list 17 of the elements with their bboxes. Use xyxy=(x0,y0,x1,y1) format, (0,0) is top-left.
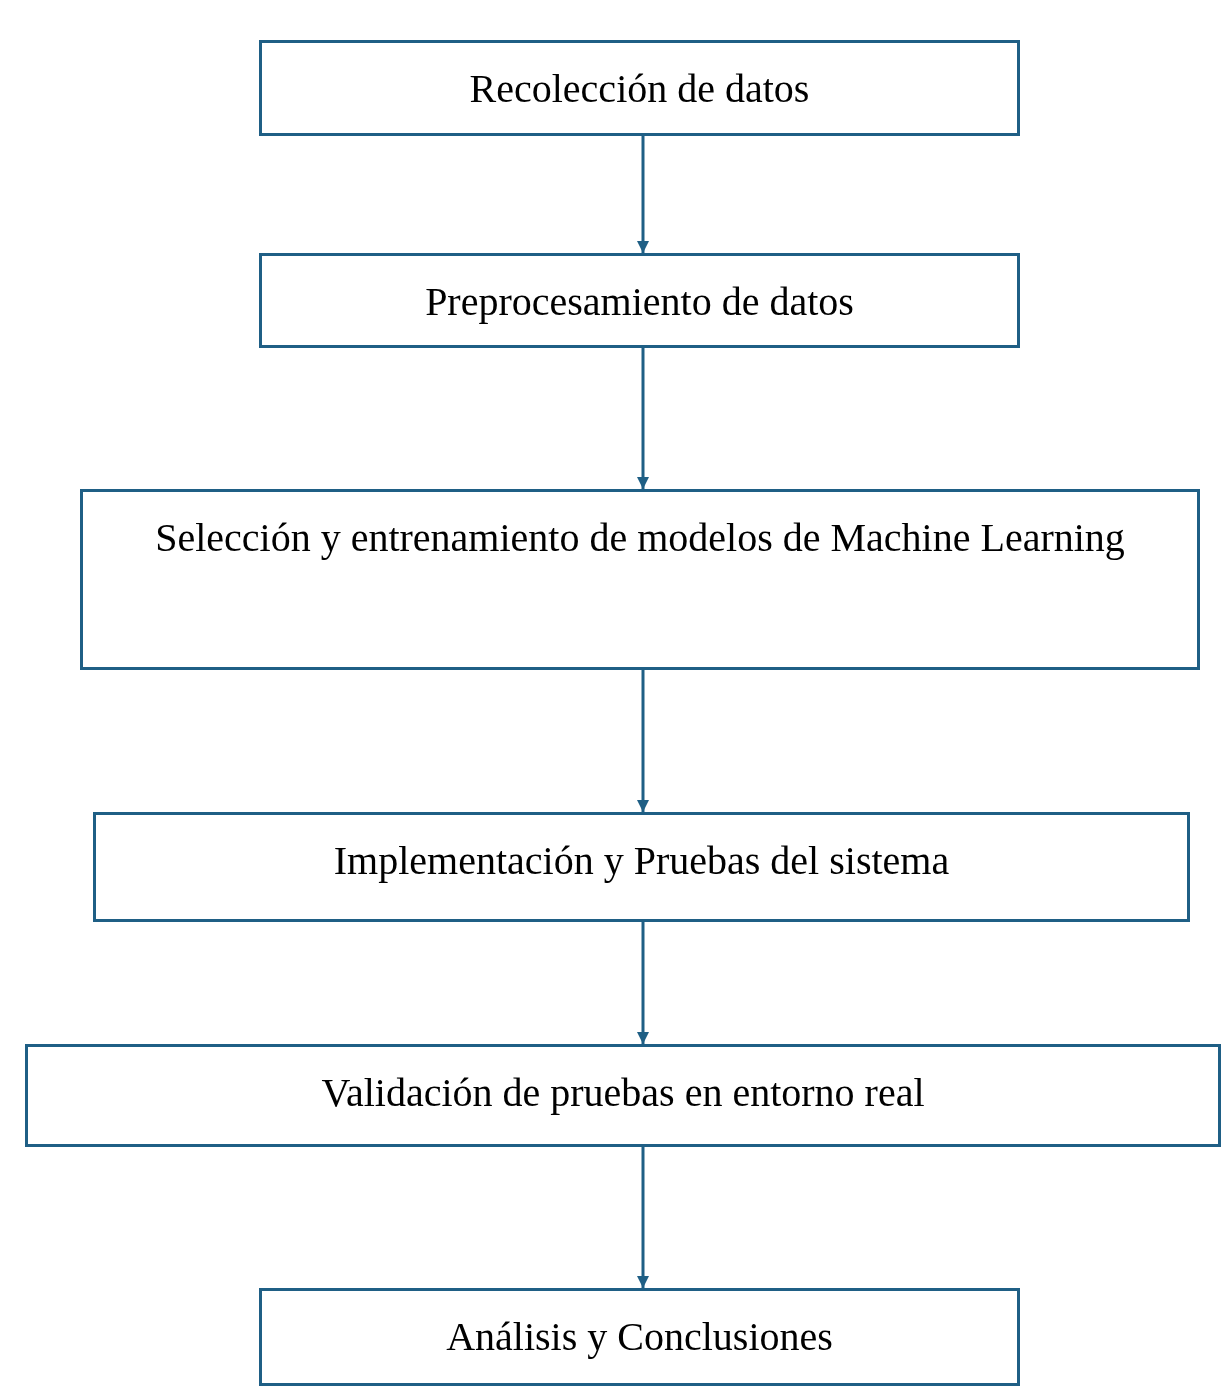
step-label: Preprocesamiento de datos xyxy=(425,278,854,326)
step-label: Selección y entrenamiento de modelos de Machine Learning xyxy=(155,514,1125,562)
process-box xyxy=(259,1288,1020,1386)
process-box xyxy=(93,812,1190,922)
step-label: Recolección de datos xyxy=(469,65,810,113)
arrow xyxy=(637,922,649,1044)
arrow xyxy=(637,136,649,253)
process-box xyxy=(80,489,1200,670)
step-label: Validación de pruebas en entorno real xyxy=(321,1069,925,1117)
arrow xyxy=(637,1147,649,1288)
step-label: Análisis y Conclusiones xyxy=(446,1313,833,1361)
arrow xyxy=(637,348,649,489)
arrow xyxy=(637,670,649,812)
step-label: Implementación y Pruebas del sistema xyxy=(333,837,950,885)
process-box xyxy=(259,253,1020,348)
process-box xyxy=(259,40,1020,136)
process-box xyxy=(25,1044,1221,1147)
